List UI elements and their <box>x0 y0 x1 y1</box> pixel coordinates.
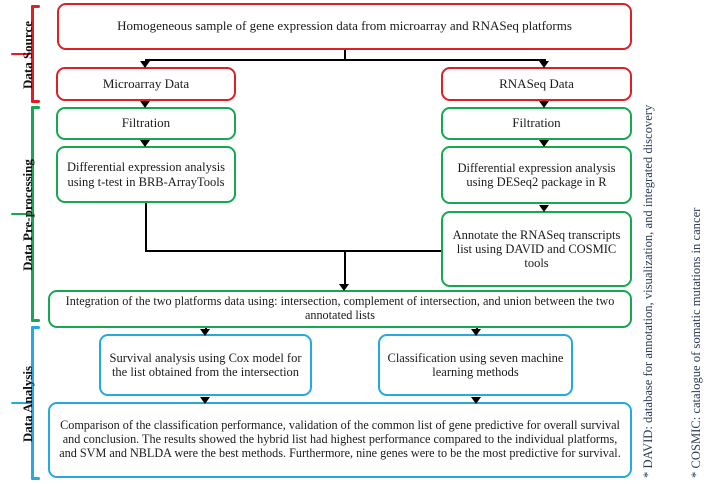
arrow-filtration-to-de-left <box>140 140 150 147</box>
section-brace-data-analysis <box>11 326 42 480</box>
arrow-survival-to-conclusion <box>200 397 210 404</box>
arrow-into-classification <box>471 329 481 336</box>
node-rnaseq-data[interactable]: RNASeq Data <box>441 67 632 101</box>
node-filtration-rnaseq[interactable]: Filtration <box>441 107 632 140</box>
brace-spine <box>31 326 34 480</box>
node-survival-analysis[interactable]: Survival analysis using Cox model for th… <box>99 334 312 396</box>
arrow-rnaseq-to-filtration-right <box>539 101 549 108</box>
brace-middle-stem <box>11 212 31 216</box>
arrow-into-integration <box>339 284 349 291</box>
node-de-analysis-microarray[interactable]: Differential expression analysis using t… <box>56 146 236 203</box>
arrow-into-rnaseq <box>539 61 549 68</box>
brace-spine <box>31 106 34 322</box>
brace-top-tick <box>31 106 40 109</box>
brace-middle-stem <box>11 401 31 405</box>
section-brace-data-source <box>11 5 42 103</box>
node-microarray-data-label: Microarray Data <box>102 75 190 91</box>
node-conclusion-label: Comparison of the classification perform… <box>59 418 621 460</box>
node-conclusion[interactable]: Comparison of the classification perform… <box>48 402 632 478</box>
arrow-microarray-to-filtration <box>140 101 150 108</box>
footnote-cosmic: * COSMIC: catalogue of somatic mutations… <box>689 207 703 478</box>
connector-de-left-down <box>145 202 148 252</box>
section-brace-data-preprocessing <box>11 106 42 322</box>
brace-top-tick <box>31 5 40 8</box>
arrow-into-microarray <box>140 61 150 68</box>
connector-merge-bus <box>145 250 447 253</box>
arrow-classification-to-conclusion <box>471 397 481 404</box>
node-filtration-microarray[interactable]: Filtration <box>56 107 236 140</box>
node-classification-label: Classification using seven machine learn… <box>387 350 564 379</box>
node-classification[interactable]: Classification using seven machine learn… <box>378 334 573 396</box>
node-de-analysis-rnaseq[interactable]: Differential expression analysis using D… <box>441 146 632 204</box>
brace-middle-stem <box>11 52 31 56</box>
brace-top-tick <box>31 326 40 329</box>
brace-bottom-tick <box>31 319 40 322</box>
node-data-source-label: Homogeneous sample of gene expression da… <box>117 18 572 34</box>
brace-spine <box>31 5 34 103</box>
node-data-source[interactable]: Homogeneous sample of gene expression da… <box>57 3 632 50</box>
node-survival-analysis-label: Survival analysis using Cox model for th… <box>109 350 302 379</box>
connector-source-stem <box>344 49 347 61</box>
node-filtration-microarray-label: Filtration <box>121 115 171 131</box>
brace-bottom-tick <box>31 477 40 480</box>
node-integration[interactable]: Integration of the two platforms data us… <box>48 290 632 328</box>
node-de-analysis-microarray-label: Differential expression analysis using t… <box>66 160 226 189</box>
arrow-filtration-right-to-de-right <box>539 140 549 147</box>
footnote-davids: * DAVID: database for annotation, visual… <box>641 104 655 478</box>
connector-merge-drop <box>344 250 347 288</box>
node-microarray-data[interactable]: Microarray Data <box>56 67 236 101</box>
node-de-analysis-rnaseq-label: Differential expression analysis using D… <box>457 160 616 189</box>
section-label-data-preprocessing: Data Pre-processing <box>20 159 35 271</box>
node-rnaseq-data-label: RNASeq Data <box>499 75 574 91</box>
connector-split-bus <box>145 59 545 62</box>
brace-bottom-tick <box>31 100 40 103</box>
node-filtration-rnaseq-label: Filtration <box>512 115 561 131</box>
node-annotate-rnaseq-label: Annotate the RNASeq transcripts list usi… <box>452 227 621 271</box>
node-annotate-rnaseq[interactable]: Annotate the RNASeq transcripts list usi… <box>441 211 632 287</box>
node-integration-label: Integration of the two platforms data us… <box>65 294 615 322</box>
arrow-de-right-to-annotate <box>539 205 549 212</box>
arrow-into-survival <box>200 329 210 336</box>
section-label-data-analysis: Data Analysis <box>20 365 35 443</box>
section-label-data-source: Data Source <box>20 21 35 90</box>
